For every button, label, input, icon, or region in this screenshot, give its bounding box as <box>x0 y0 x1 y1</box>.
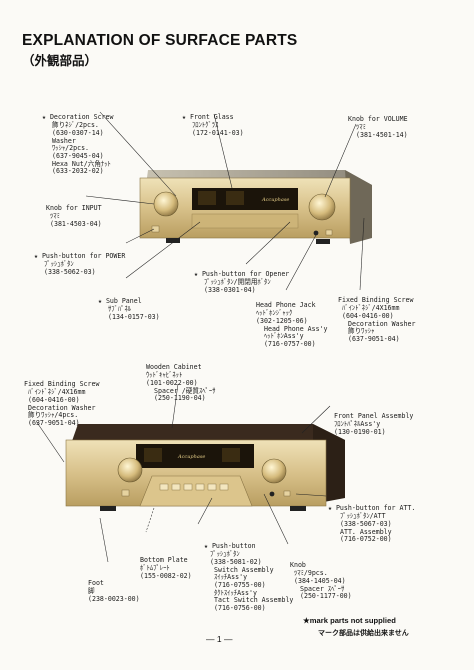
page-title: EXPLANATION OF SURFACE PARTS <box>22 32 298 49</box>
not-supplied-note: ★mark parts not supplied <box>303 616 396 625</box>
amplifier-bottom: Accuphase <box>65 424 345 511</box>
not-supplied-note-jp: マーク部品は供給出来ません <box>318 629 409 637</box>
label-push-att: ★ Push-button for ATT.ﾌﾟｯｼｭﾎﾞﾀﾝ/ATT(338-… <box>328 504 416 544</box>
page-number: — 1 — <box>206 634 233 644</box>
leader-lines <box>35 111 365 563</box>
svg-text:Accuphase: Accuphase <box>261 197 289 203</box>
page-subtitle: （外観部品） <box>22 53 98 68</box>
amplifier-top: Accuphase <box>139 170 372 244</box>
svg-text:Accuphase: Accuphase <box>177 454 205 460</box>
